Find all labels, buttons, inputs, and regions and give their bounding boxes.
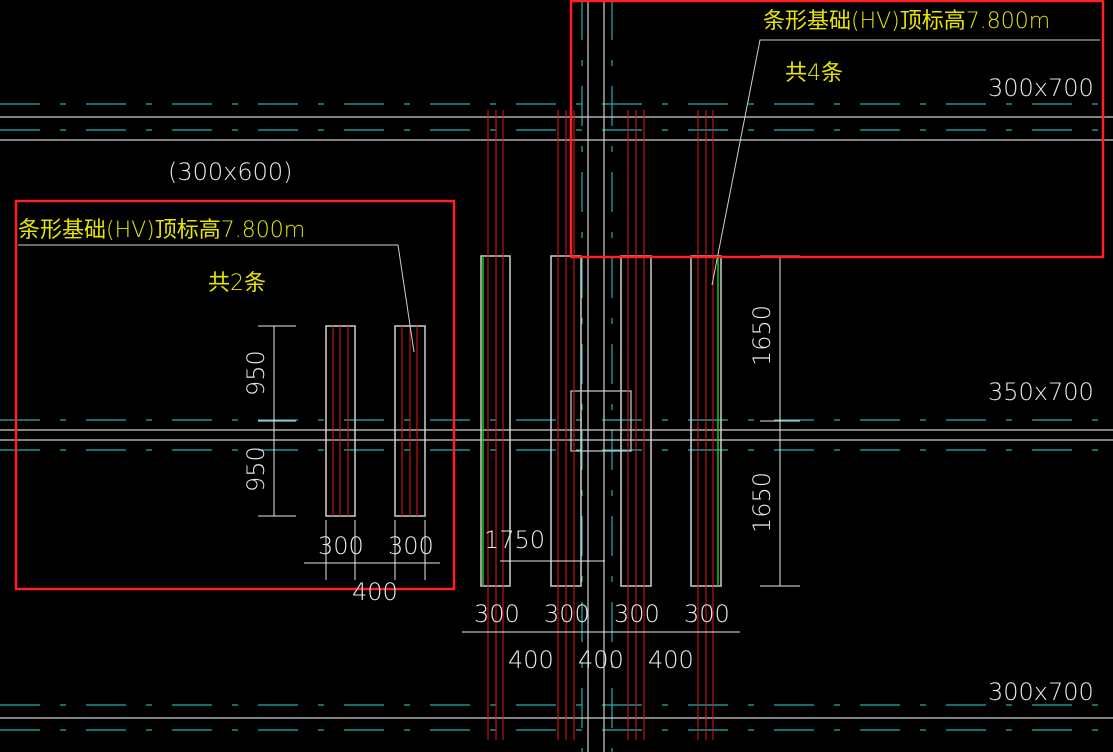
left-footing-label[interactable]: 条形基础(HV)顶标高7.800m (18, 218, 305, 243)
left-leader-line (18, 244, 415, 353)
column-box (570, 390, 632, 452)
right-spacing-1: 400 (508, 646, 554, 674)
left-spacing: 400 (352, 578, 398, 606)
right-section-mid-label: 350x700 (988, 378, 1094, 406)
dimension-text: (300x600) 300x700 350x700 300x700 950 95… (168, 74, 1094, 706)
annotations: 条形基础(HV)顶标高7.800m 共2条 条形基础(HV)顶标高7.800m … (18, 9, 1050, 296)
right-width-4: 300 (684, 600, 730, 628)
left-dim-lower: 950 (242, 446, 270, 492)
left-width-1: 300 (318, 532, 364, 560)
right-footing-count: 共4条 (785, 61, 843, 86)
right-width-2: 300 (544, 600, 590, 628)
right-width-3: 300 (614, 600, 660, 628)
right-section-bottom-label: 300x700 (988, 678, 1094, 706)
right-section-top-label: 300x700 (988, 74, 1094, 102)
left-footing-count: 共2条 (208, 271, 266, 296)
right-highlight-box[interactable] (569, 0, 1105, 259)
right-dim-upper: 1650 (748, 305, 776, 366)
left-highlight-box[interactable] (14, 199, 456, 591)
highlight-boxes (14, 0, 1105, 591)
right-width-1: 300 (474, 600, 520, 628)
right-leader-line (711, 39, 1100, 286)
left-width-2: 300 (388, 532, 434, 560)
right-dim-lower: 1650 (748, 472, 776, 533)
right-spacing-3: 400 (648, 646, 694, 674)
right-spacing-2: 400 (578, 646, 624, 674)
left-section-label: (300x600) (168, 158, 293, 186)
left-footings (325, 325, 426, 517)
vertical-axis-lines (581, 0, 613, 752)
leader-lines (18, 39, 1100, 353)
right-offset: 1750 (484, 526, 545, 554)
right-footing-label[interactable]: 条形基础(HV)顶标高7.800m (763, 9, 1050, 34)
left-dim-upper: 950 (242, 350, 270, 396)
dimension-lines (258, 255, 800, 633)
horizontal-axis-lines (0, 103, 1113, 731)
